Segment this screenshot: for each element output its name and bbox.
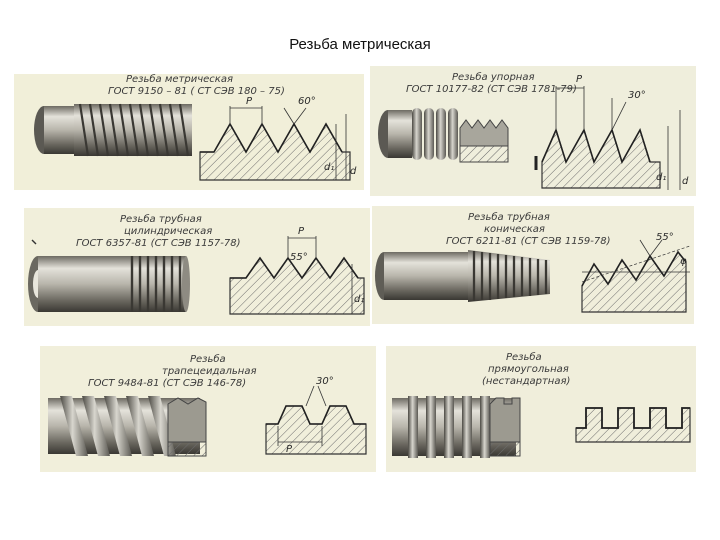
buttress-caption-title: Резьба упорная — [452, 72, 535, 83]
metric-angle-label: 60° — [298, 96, 316, 107]
pipe-con-caption-title: Резьба трубная — [468, 212, 550, 223]
pipe-con-angle-label: 55° — [656, 232, 674, 243]
metric-bolt-illustration — [34, 103, 192, 157]
metric-d-label: d — [350, 166, 357, 177]
metric-pitch-label: P — [246, 96, 253, 107]
rect-screw-illustration — [392, 396, 521, 458]
pipe-cyl-caption-title: Резьба трубная — [120, 214, 202, 225]
pipe-con-phi-label: φ — [680, 256, 687, 267]
pipe-con-illustration — [375, 250, 550, 302]
panel-rectangular-thread: Резьба прямоугольная (нестандартная) — [386, 346, 696, 472]
buttress-thread-drawing — [378, 86, 681, 190]
buttress-caption-standard: ГОСТ 10177-82 (СТ СЭВ 1781-79) — [406, 84, 577, 95]
buttress-d1-label: d₁ — [656, 172, 667, 183]
buttress-d-label: d — [682, 176, 689, 187]
buttress-angle-label: 30° — [628, 90, 646, 101]
trap-pitch-label: P — [286, 444, 293, 455]
rect-caption-standard: (нестандартная) — [482, 376, 571, 387]
pipe-cyl-profile-section — [31, 236, 365, 315]
trap-caption-subtitle: трапецеидальная — [162, 366, 257, 377]
trap-profile-section — [265, 385, 367, 455]
buttress-bolt-illustration — [378, 108, 509, 163]
trap-angle-label: 30° — [316, 376, 334, 387]
panel-buttress-thread: Резьба упорная ГОСТ 10177-82 (СТ СЭВ 178… — [370, 66, 696, 196]
rect-caption-subtitle: прямоугольная — [488, 364, 569, 375]
rect-profile-section — [575, 407, 691, 443]
buttress-profile-section — [534, 86, 681, 190]
pipe-cyl-d1-label: d₁ — [354, 294, 365, 305]
metric-thread-drawing — [34, 103, 351, 181]
pipe-cyl-pitch-label: P — [298, 226, 305, 237]
rect-caption-title: Резьба — [506, 352, 542, 363]
pipe-con-profile-section — [581, 239, 691, 313]
buttress-pitch-label: P — [576, 74, 583, 85]
panel-trapezoidal-thread: Резьба трапецеидальная ГОСТ 9484-81 (СТ … — [40, 346, 376, 472]
rect-thread-drawing — [392, 396, 691, 458]
pipe-cyl-caption-subtitle: цилиндрическая — [124, 226, 213, 237]
panel-pipe-cylindrical-thread: Резьба трубная цилиндрическая ГОСТ 6357-… — [24, 208, 370, 326]
metric-d1-label: d₁ — [324, 162, 335, 173]
trap-caption-title: Резьба — [190, 354, 226, 365]
trap-caption-standard: ГОСТ 9484-81 (СТ СЭВ 146-78) — [88, 378, 247, 389]
trap-thread-drawing — [48, 385, 367, 457]
panel-pipe-conical-thread: Резьба трубная коническая ГОСТ 6211-81 (… — [372, 206, 694, 324]
pipe-con-thread-drawing — [375, 239, 691, 313]
pipe-con-caption-standard: ГОСТ 6211-81 (СТ СЭВ 1159-78) — [446, 236, 611, 247]
page-title: Резьба метрическая — [289, 36, 431, 53]
metric-caption-title: Резьба метрическая — [126, 74, 233, 85]
pipe-cyl-caption-standard: ГОСТ 6357-81 (СТ СЭВ 1157-78) — [76, 238, 241, 249]
trap-screw-illustration — [48, 396, 207, 457]
metric-profile-section — [199, 106, 351, 181]
pipe-cyl-thread-drawing — [28, 236, 365, 315]
metric-caption-standard: ГОСТ 9150 – 81 ( СТ СЭВ 180 – 75) — [108, 86, 285, 97]
pipe-con-caption-subtitle: коническая — [484, 224, 545, 235]
panel-metric-thread: Резьба метрическая ГОСТ 9150 – 81 ( СТ С… — [14, 74, 364, 190]
pipe-cyl-angle-label: 55° — [290, 252, 308, 263]
pipe-cyl-illustration — [28, 256, 190, 312]
